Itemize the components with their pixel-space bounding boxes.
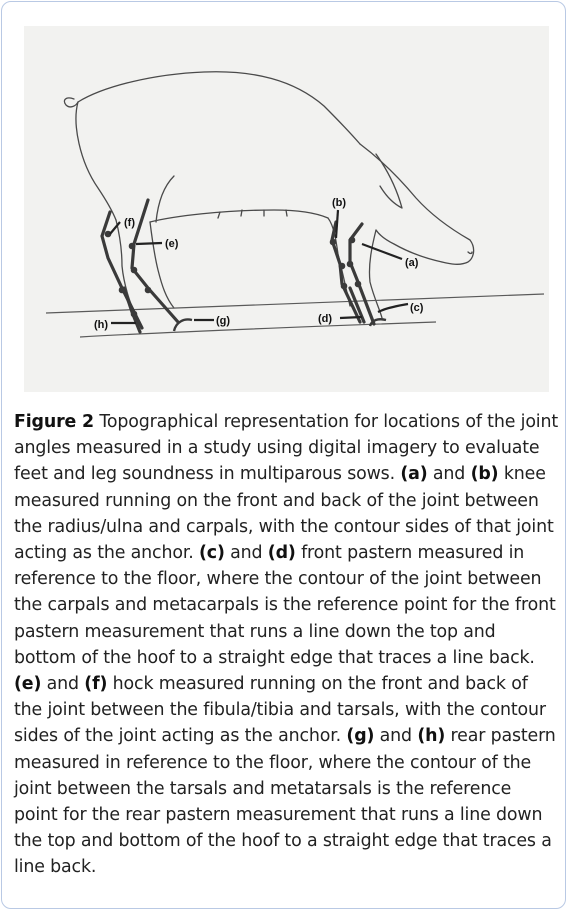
key-f: (f)	[84, 674, 108, 695]
joint-dot	[346, 260, 354, 268]
front-leg-front-contour	[368, 229, 383, 319]
hind-leg-measure-lines	[100, 198, 180, 334]
caption-and: and	[427, 464, 471, 485]
caption-rear-pastern: rear pastern measured in reference to th…	[14, 726, 556, 878]
key-d: (d)	[267, 543, 296, 564]
sow-drawing: (a) (b) (c) (d) (e) (f) (g) (h)	[45, 71, 545, 338]
rump	[75, 101, 117, 221]
caption-hock: hock measured running on the front and b…	[14, 674, 546, 747]
figure-label: Figure 2	[14, 412, 94, 432]
floor-line-front	[79, 321, 437, 338]
caption-intro: Topographical representation for locatio…	[14, 412, 559, 485]
angle-arcs	[172, 318, 387, 332]
label-h: (h)	[94, 319, 108, 331]
label-b: (b)	[332, 197, 346, 209]
caption-and: and	[224, 543, 268, 564]
figure-caption: Figure 2 Topographical representation fo…	[14, 409, 559, 881]
far-hind-leg	[155, 175, 175, 223]
label-g: (g)	[216, 315, 230, 327]
ear	[375, 153, 403, 209]
floor	[45, 293, 545, 338]
nostril	[467, 251, 473, 255]
joint-dot	[144, 286, 152, 294]
caption-knee: knee measured running on the front and b…	[14, 464, 554, 564]
leader-e	[135, 241, 163, 246]
joint-dot	[128, 242, 136, 250]
leader-b	[334, 209, 340, 239]
leader-d	[339, 315, 363, 320]
teats	[217, 209, 288, 219]
leader-f	[109, 221, 121, 235]
joint-dot	[354, 280, 362, 288]
joint-dot	[118, 286, 126, 294]
jaw	[375, 229, 443, 263]
joint-dot	[348, 236, 356, 244]
caption-front-pastern: front pastern measured in reference to t…	[14, 543, 556, 668]
key-c: (c)	[198, 543, 225, 564]
joint-dot	[130, 310, 138, 318]
pig-outline	[63, 71, 475, 319]
front-joint-dots	[329, 236, 362, 290]
label-f: (f)	[124, 217, 135, 229]
label-c: (c)	[410, 302, 424, 314]
caption-and: and	[41, 674, 85, 695]
label-leaders	[109, 209, 409, 325]
joint-dot	[329, 238, 337, 246]
snout	[359, 143, 475, 265]
arc-c	[368, 318, 387, 327]
key-a: (a)	[400, 464, 428, 485]
hind-joint-dots	[104, 230, 152, 318]
label-d: (d)	[318, 313, 332, 325]
arc-g	[172, 318, 193, 332]
leader-a	[361, 242, 403, 261]
joint-dot	[338, 262, 346, 270]
joint-dot	[130, 266, 138, 274]
label-e: (e)	[165, 238, 179, 250]
hind-leg-front-contour	[149, 221, 175, 309]
key-h: (h)	[417, 726, 446, 747]
label-a: (a)	[405, 257, 419, 269]
floor-line-back	[45, 293, 545, 314]
belly	[149, 209, 329, 223]
caption-and: and	[374, 726, 418, 747]
sow-joint-angle-figure: (a) (b) (c) (d) (e) (f) (g) (h)	[24, 26, 549, 392]
key-e: (e)	[14, 674, 42, 695]
key-b: (b)	[470, 464, 499, 485]
joint-dot	[340, 282, 348, 290]
tail	[63, 97, 79, 108]
joint-dot	[104, 230, 112, 238]
leader-c	[377, 302, 409, 313]
back-line	[77, 71, 361, 145]
key-g: (g)	[346, 726, 375, 747]
